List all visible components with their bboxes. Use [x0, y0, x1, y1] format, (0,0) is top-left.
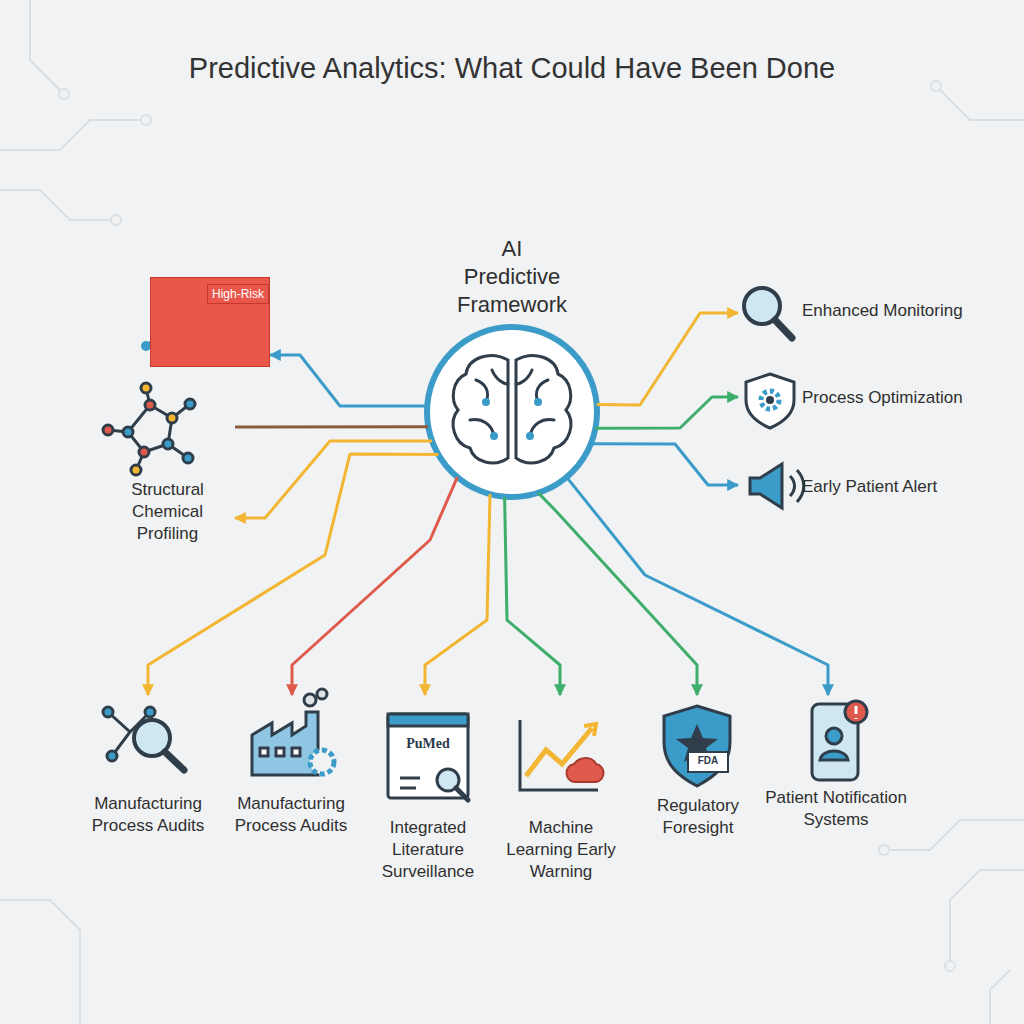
connector-arrow: [595, 397, 738, 428]
diagram-title: Predictive Analytics: What Could Have Be…: [0, 52, 1024, 85]
early-warning-chart-icon: [520, 720, 604, 790]
connector-arrow: [292, 477, 457, 695]
connector-arrow: [538, 493, 697, 695]
surveillance-item: Integrated Literature Surveillance: [372, 695, 484, 883]
literature-book-icon: [388, 714, 468, 800]
node-label: Early Patient Alert: [802, 476, 937, 498]
monitoring-icon: [744, 288, 792, 338]
connector-arrow: [597, 313, 738, 405]
connector-arrow: [235, 425, 428, 428]
audit-network-icon: [103, 707, 184, 770]
connector-arrow: [505, 497, 560, 695]
node-label: AI Predictive Framework: [451, 235, 573, 319]
risk-flag: High-Risk: [150, 277, 270, 367]
profiling-item: Structural Chemical Profiling: [100, 385, 235, 545]
connector-arrow: [270, 355, 427, 406]
node-label: Manufacturing Process Audits: [78, 793, 218, 837]
outcome-item: Process Optimization: [738, 369, 988, 427]
node-label: Process Optimization: [802, 387, 963, 409]
node-label: Regulatory Foresight: [646, 795, 750, 839]
risk-tag: High-Risk: [207, 284, 269, 304]
phone-alert-icon: [812, 701, 867, 780]
brain-icon: [453, 356, 571, 463]
warning-item: Machine Learning Early Warning: [500, 695, 622, 883]
regulatory-item: Regulatory Foresight: [646, 695, 750, 839]
connector-arrow: [425, 494, 490, 695]
notification-item: Patient Notification Systems: [748, 695, 924, 831]
audit-item: Manufacturing Process Audits: [226, 695, 356, 837]
framework-circle: [427, 327, 597, 497]
node-label: Structural Chemical Profiling: [100, 479, 235, 545]
framework-hub: AI Predictive Framework: [427, 327, 597, 497]
connector-arrow: [567, 477, 828, 695]
icon-text: PuMed: [392, 736, 464, 752]
connector-arrow: [235, 441, 432, 518]
audit-item: Manufacturing Process Audits: [78, 695, 218, 837]
icon-text: FDA: [690, 755, 726, 766]
outcome-item: Enhanced Monitoring: [738, 282, 988, 340]
node-label: Manufacturing Process Audits: [226, 793, 356, 837]
regulatory-shield-icon: [664, 706, 730, 786]
factory-icon: [252, 689, 334, 775]
outcome-item: Early Patient Alert: [738, 458, 988, 516]
node-label: Enhanced Monitoring: [802, 300, 963, 322]
connector-arrow: [591, 444, 738, 485]
molecule-icon: [103, 383, 195, 475]
node-label: Patient Notification Systems: [748, 787, 924, 831]
node-label: Integrated Literature Surveillance: [372, 817, 484, 883]
optimization-icon: [746, 374, 794, 428]
node-label: Machine Learning Early Warning: [500, 817, 622, 883]
megaphone-icon: [750, 464, 804, 508]
